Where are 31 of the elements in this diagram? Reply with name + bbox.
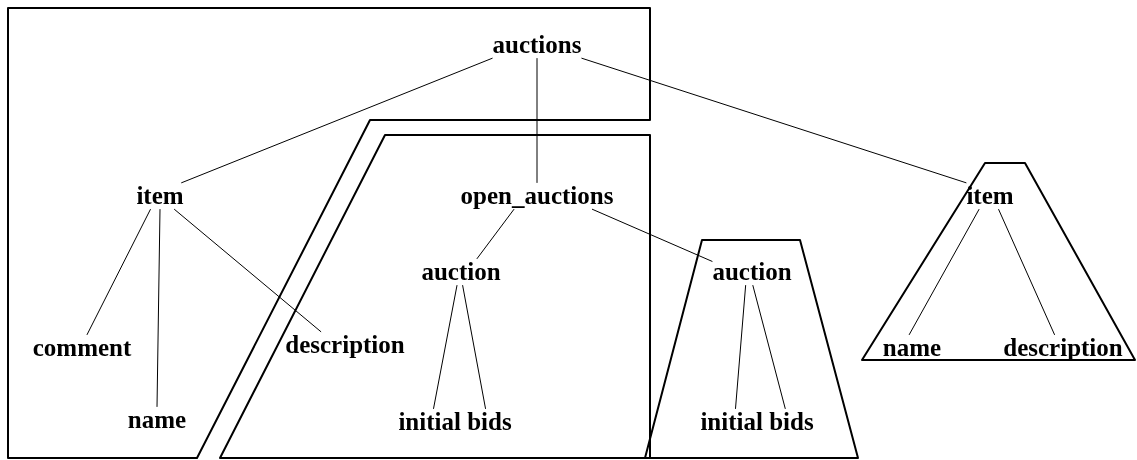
tree-node-label: auction xyxy=(712,258,792,286)
tree-node-label: auctions xyxy=(492,31,582,59)
tree-edge xyxy=(580,57,967,184)
tree-edge xyxy=(476,208,515,260)
tree-node-label: open_auctions xyxy=(460,182,614,210)
tree-node-label: description xyxy=(285,331,405,359)
tree-node-label: item xyxy=(136,182,184,210)
tree-edge xyxy=(536,57,538,184)
tree-edge xyxy=(908,208,980,336)
partition-outline xyxy=(861,162,1136,361)
partition-outline xyxy=(7,7,651,459)
tree-node-label: auction xyxy=(421,258,501,286)
tree-edge xyxy=(735,284,747,410)
tree-node-label: item xyxy=(966,182,1014,210)
partition-outline xyxy=(219,134,651,459)
tree-edge xyxy=(173,208,322,333)
tree-edge xyxy=(752,284,786,410)
tree-edge xyxy=(433,284,458,410)
partition-outline xyxy=(644,239,859,459)
tree-edge xyxy=(86,208,152,336)
tree-edge xyxy=(180,57,494,184)
tree-node-label: initial bids xyxy=(398,408,512,436)
tree-node-label: comment xyxy=(32,334,132,362)
tree-node-label: description xyxy=(1003,334,1123,362)
tree-edge xyxy=(591,208,713,262)
tree-node-label: name xyxy=(882,334,942,362)
tree-edge xyxy=(156,208,161,408)
tree-edge xyxy=(462,284,487,410)
tree-node-label: name xyxy=(127,406,187,434)
tree-edge xyxy=(998,208,1056,336)
tree-node-label: initial bids xyxy=(700,408,814,436)
